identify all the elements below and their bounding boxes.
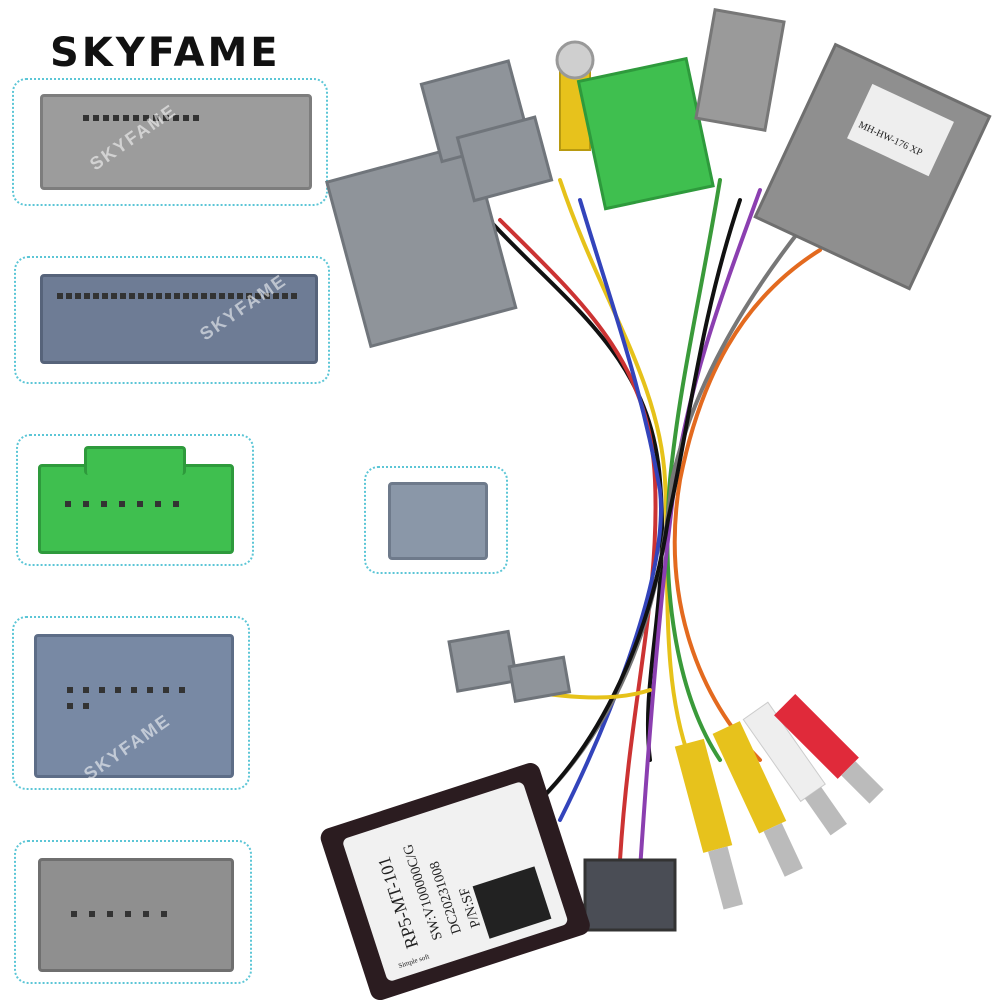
connector-card-6 — [364, 466, 508, 574]
connector-card-3 — [16, 434, 254, 566]
connector-card-2: SKYFAME — [14, 256, 330, 384]
grey-small-connector — [38, 858, 234, 972]
connector-card-1: SKYFAME — [12, 78, 328, 206]
connector-card-5 — [14, 840, 252, 984]
harness-connector-large — [325, 141, 518, 349]
grey-mini-connector — [388, 482, 488, 560]
blue-grey-connector: SKYFAME — [40, 270, 318, 364]
green-latch — [84, 446, 186, 475]
decoder-module: RP5-MT-101 SW:V100000C/G DC20231008 P/N:… — [320, 763, 590, 1000]
brand-logo: SKYFAME — [50, 30, 281, 76]
connector-card-4: SKYFAME — [12, 616, 250, 790]
rca-plugs — [674, 694, 884, 910]
blue-grey-square-connector: SKYFAME — [34, 634, 234, 784]
qr-code — [472, 866, 552, 939]
grey-connector: SKYFAME — [40, 94, 312, 190]
